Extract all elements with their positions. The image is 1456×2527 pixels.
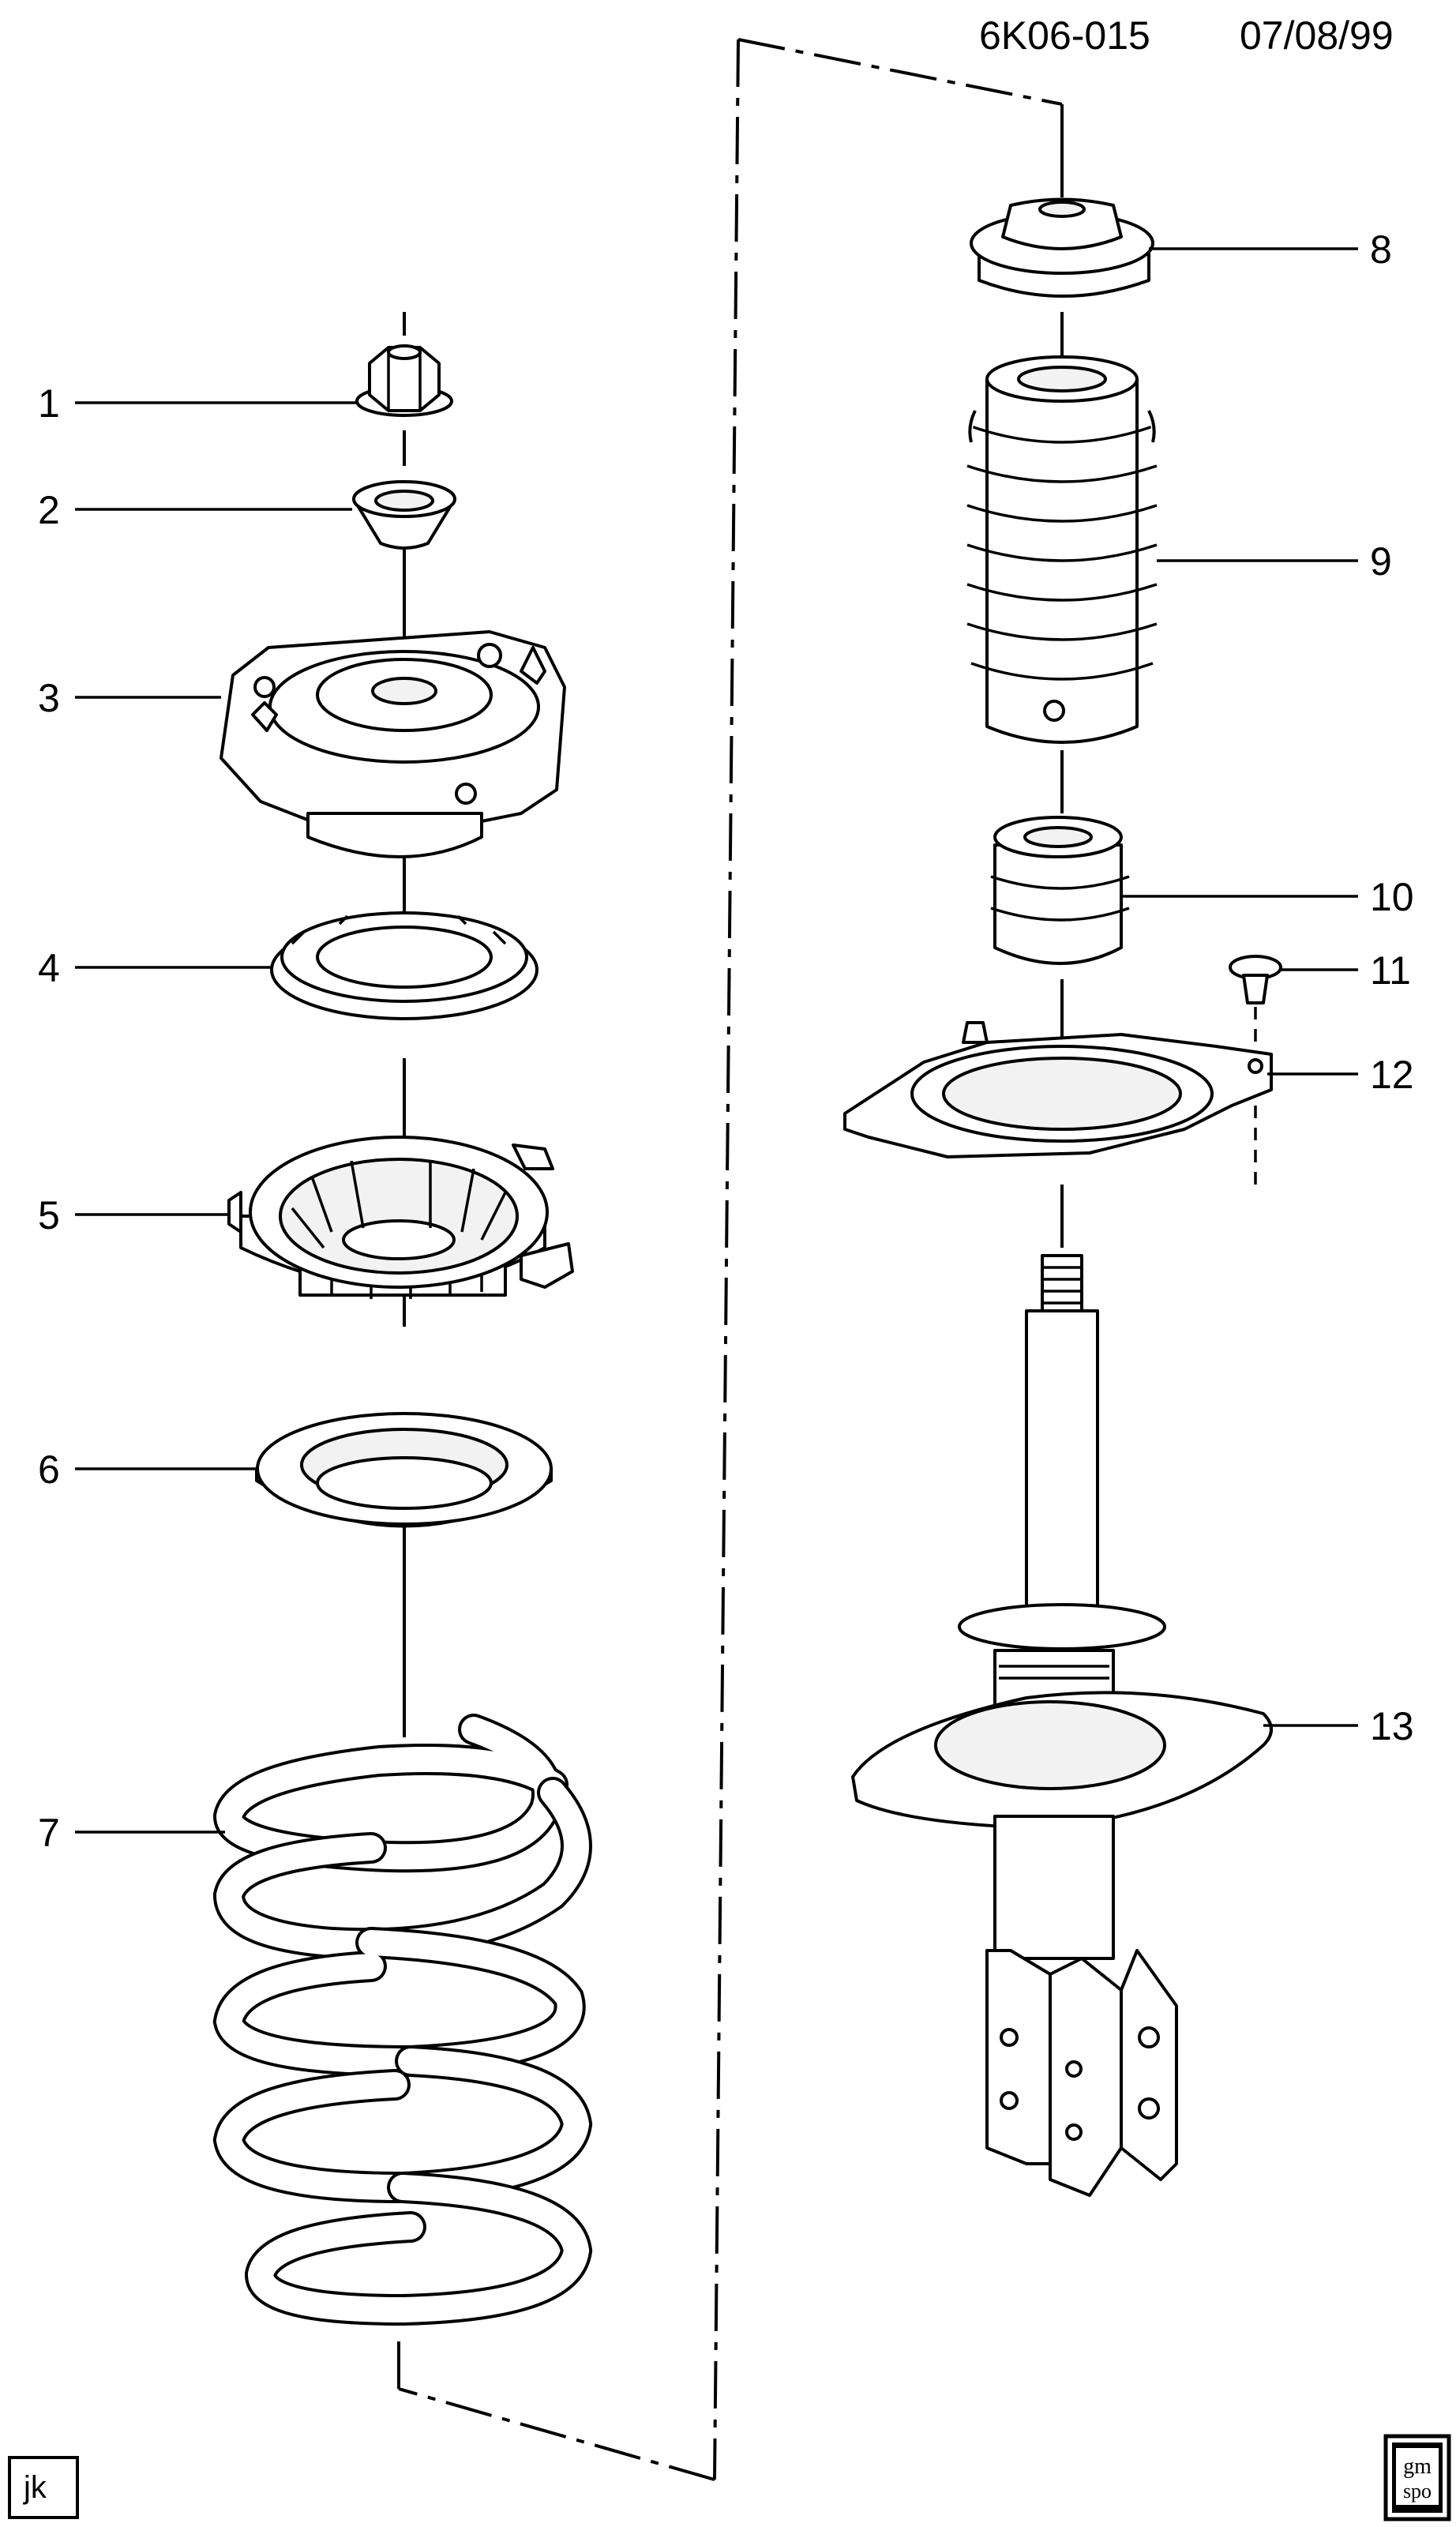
callout-leaders <box>75 247 1358 1834</box>
callout-3: 3 <box>38 676 60 720</box>
callout-11: 11 <box>1370 948 1411 993</box>
initials-box: jk <box>8 2456 79 2519</box>
callout-10: 10 <box>1370 875 1414 919</box>
callout-2: 2 <box>38 488 60 532</box>
part-2-cup-washer <box>352 480 456 550</box>
logo-line1: gm <box>1403 2454 1432 2479</box>
part-10-jounce-bumper <box>990 816 1130 965</box>
part-5-spring-upper-seat <box>227 1136 574 1299</box>
drawing-id: 6K06-015 <box>979 13 1150 58</box>
callout-13: 13 <box>1370 1704 1414 1748</box>
gm-spo-logo: gm spo <box>1383 2434 1451 2521</box>
assembly-boundary-line <box>397 38 1063 2481</box>
callout-8: 8 <box>1370 227 1392 272</box>
part-1-flange-nut <box>355 344 453 417</box>
callout-7: 7 <box>38 1811 60 1855</box>
logo-line2: spo <box>1403 2480 1432 2503</box>
part-7-coil-spring <box>212 1714 593 2326</box>
part-3-upper-strut-mount <box>220 630 566 858</box>
part-4-strut-bearing <box>270 911 538 1020</box>
callout-12: 12 <box>1370 1053 1414 1097</box>
part-6-spring-isolator <box>255 1412 553 1528</box>
part-8-bumper-cap <box>970 197 1154 298</box>
initials-text: jk <box>23 2470 47 2505</box>
part-13-strut-assembly <box>851 1254 1273 2197</box>
part-9-dust-boot <box>966 355 1158 744</box>
callout-1: 1 <box>38 381 60 426</box>
part-12-spring-seat <box>843 1021 1273 1158</box>
part-11-push-pin <box>1229 955 1282 1192</box>
drawing-date: 07/08/99 <box>1240 13 1394 58</box>
callout-6: 6 <box>38 1447 60 1492</box>
callout-4: 4 <box>38 946 60 990</box>
callout-5: 5 <box>38 1193 60 1237</box>
callout-9: 9 <box>1370 539 1392 584</box>
